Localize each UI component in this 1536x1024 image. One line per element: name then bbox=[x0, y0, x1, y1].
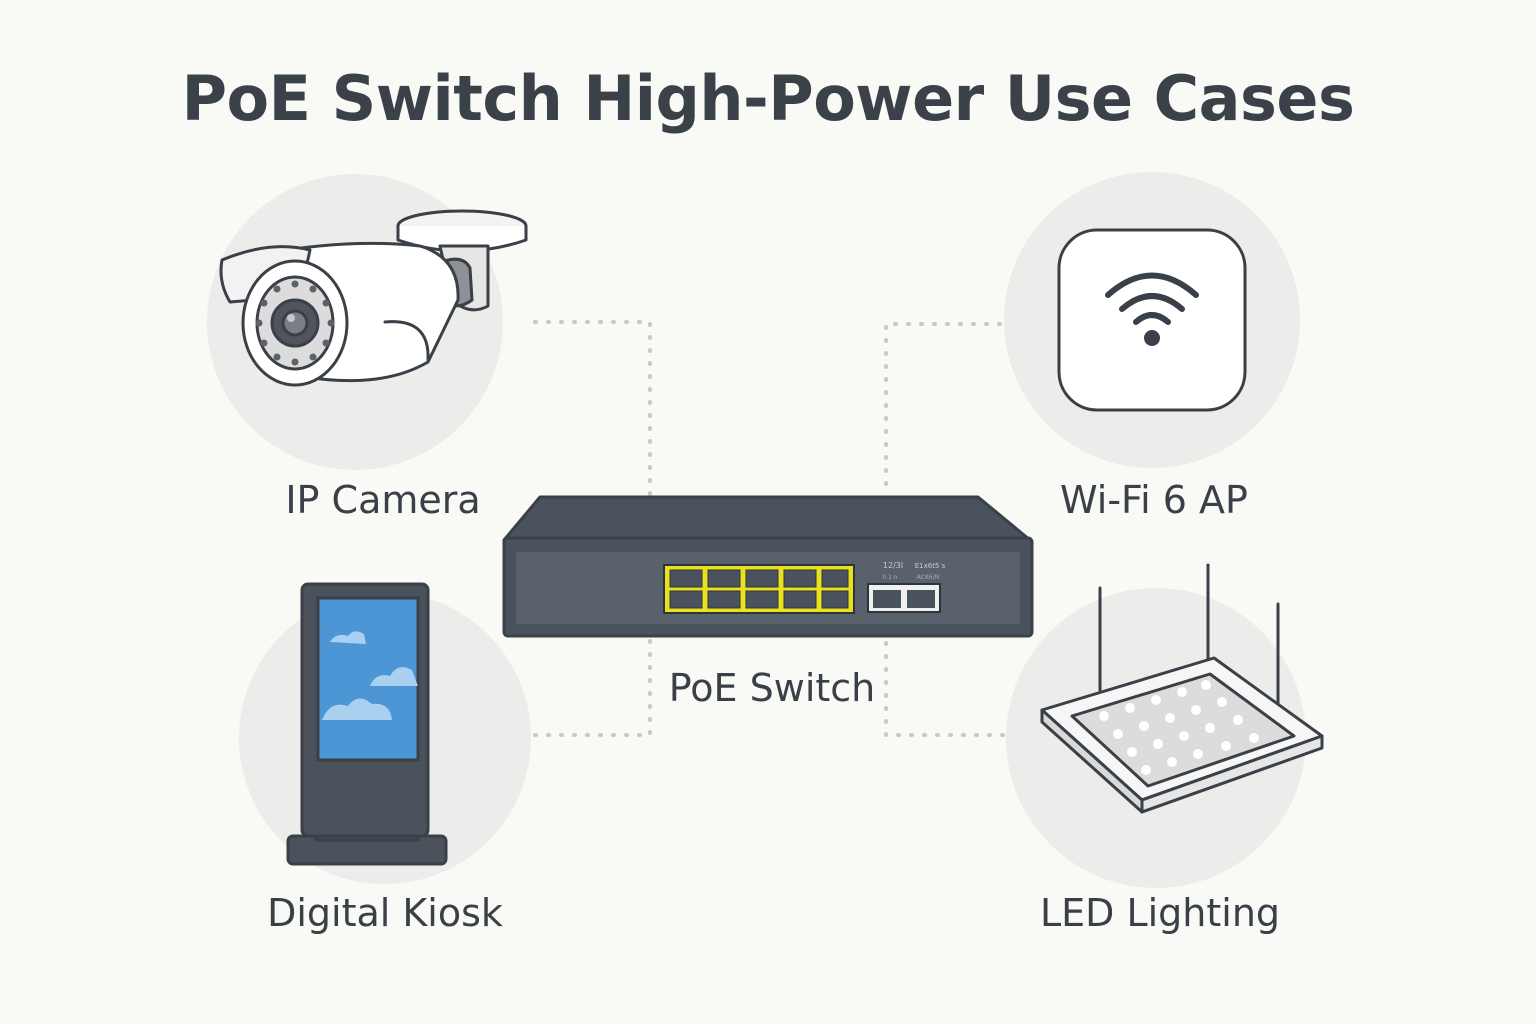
led-lighting-label: LED Lighting bbox=[1039, 891, 1281, 935]
switch-text-b: E1x6t5 s bbox=[915, 562, 946, 570]
connector-kiosk bbox=[533, 638, 652, 737]
connector-led bbox=[884, 638, 1005, 737]
connector-ap bbox=[884, 322, 1002, 497]
switch-text-d: ACK6/N bbox=[917, 574, 939, 581]
digital-kiosk-icon bbox=[286, 582, 448, 866]
led-panel-light-icon bbox=[1040, 563, 1324, 814]
digital-kiosk-label: Digital Kiosk bbox=[267, 891, 503, 935]
ip-camera-icon bbox=[219, 209, 528, 387]
page-title: PoE Switch High-Power Use Cases bbox=[181, 62, 1355, 135]
connector-camera bbox=[533, 320, 652, 497]
wifi-access-point-icon bbox=[1057, 228, 1247, 412]
switch-text-c: 0 1 n bbox=[882, 574, 897, 581]
poe-switch-label: PoE Switch bbox=[668, 666, 876, 710]
wifi-ap-label: Wi-Fi 6 AP bbox=[1060, 478, 1248, 522]
connector-lines bbox=[533, 320, 1005, 737]
ip-camera-label: IP Camera bbox=[285, 478, 481, 522]
switch-text-a: 12/3l bbox=[883, 561, 903, 570]
poe-switch-icon: 12/3l E1x6t5 s 0 1 n ACK6/N bbox=[502, 495, 1034, 638]
